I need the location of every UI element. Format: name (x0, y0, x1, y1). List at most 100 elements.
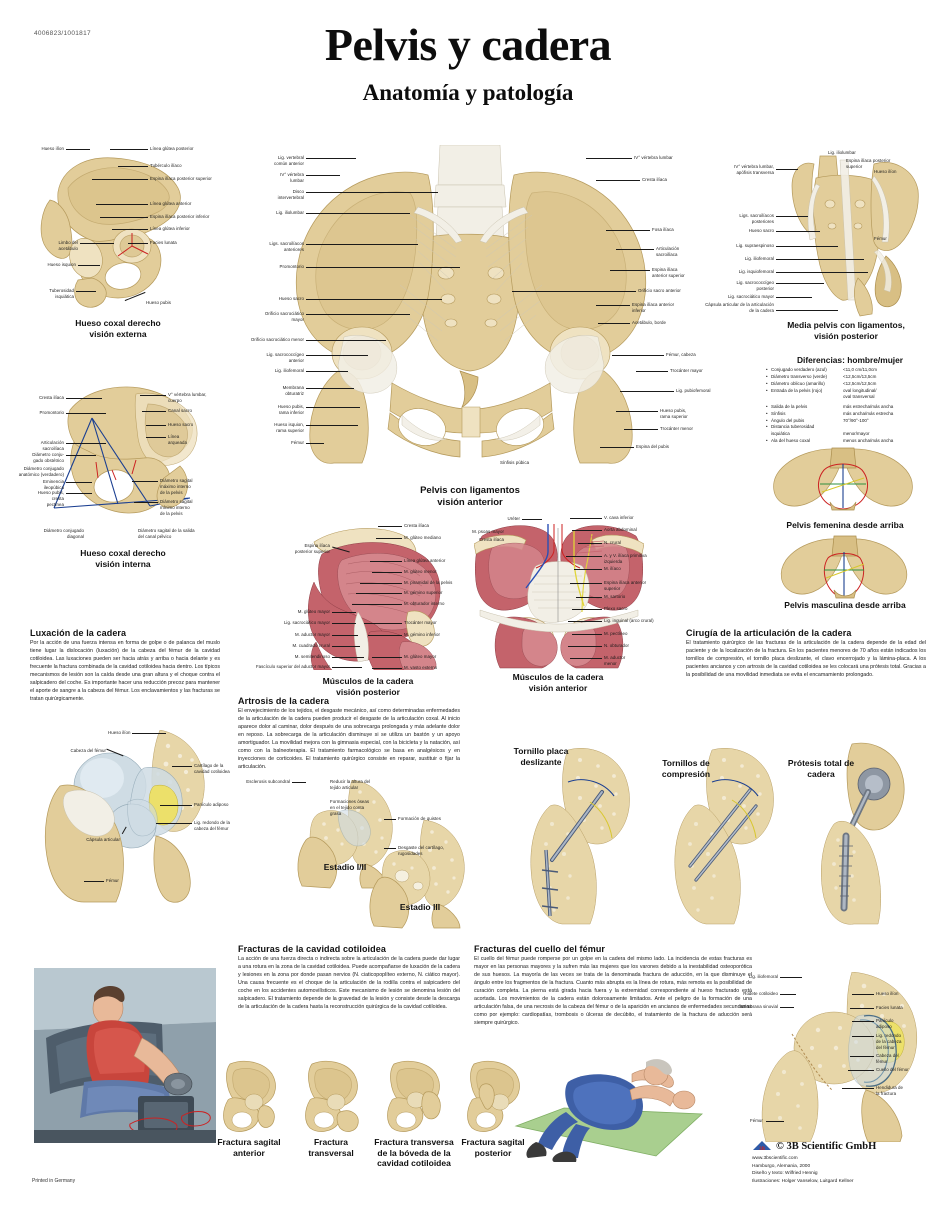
label-coxal-ext-linea-glutea-anterior: Línea glútea anterior (150, 201, 192, 206)
figure-fractura-transversa-boveda (387, 1060, 441, 1132)
leader-line (776, 297, 812, 298)
caption-coxal-interna: Hueso coxal derecho visión interna (48, 548, 198, 569)
diff-value: más ancha/más estrecha (843, 410, 894, 416)
leader-line (306, 355, 368, 356)
figure-caida-anciana (514, 1059, 703, 1162)
leader-line (566, 556, 602, 557)
leader-line (610, 270, 650, 271)
leader-line (306, 340, 386, 341)
bullet-icon: • (766, 367, 768, 372)
leader-line (356, 593, 402, 594)
label-media-iliolumbar: Lig. iliolumbar (828, 150, 856, 155)
text-fracturas-cuello-body: El cuello del fémur puede romperse por u… (474, 956, 752, 1026)
leader-line (132, 481, 158, 482)
leader-line (570, 658, 602, 659)
text-luxacion-body: Por la acción de una fuerza intensa en f… (30, 640, 220, 702)
text-fracturas-cuello-title: Fracturas del cuello del fémur (474, 944, 606, 954)
label-musc-post-vasto-externo: M. vasto externo (404, 665, 438, 670)
leader-line (596, 180, 640, 181)
label-musc-ant-obturador: N. obturador (604, 643, 630, 648)
leader-line (776, 272, 868, 273)
label-media-supraespinoso: Lig. supraespinoso (736, 243, 774, 248)
label-fcf-membrana-sinovial: Membrana sinovial (740, 1004, 778, 1009)
figure-coxal-interna (53, 386, 198, 514)
leader-line (600, 447, 634, 448)
leader-line (332, 623, 356, 624)
leader-line (78, 265, 100, 266)
label-musc-post-gemino-inf: M. gémino inferior (404, 632, 441, 637)
text-fracturas-cavidad-body: La acción de una fuerza directa o indire… (238, 956, 460, 1010)
label-pelvis-iliofemoral: Lig. iliofemoral (274, 368, 304, 373)
leader-line (576, 597, 602, 598)
label-musc-post-glut-mayor-2: M. glúteo mayor (404, 654, 437, 659)
leader-line (128, 243, 148, 244)
label-artrosis-reducir-altura: Reducir la altura del tejido articular (330, 779, 371, 790)
leader-line (578, 543, 602, 544)
label-artrosis-quistes: Formación de quistes (398, 816, 441, 821)
label-media-sacrococcigeo-post: Lig. sacrococcígeo posterior (736, 280, 774, 291)
leader-line (306, 299, 442, 300)
page-subtitle: Anatomía y patología (362, 80, 574, 105)
leader-line (596, 305, 630, 306)
brand-website[interactable]: www.3bscientific.com (752, 1156, 798, 1161)
label-musc-ant-lig-inguinal: Lig. inguinal (arco crural) (604, 618, 654, 623)
label-lux-cabeza-femur: Cabeza del fémur (70, 748, 106, 753)
printed-in: Printed in Germany (32, 1178, 76, 1184)
leader-line (132, 733, 166, 734)
label-artrosis-desgaste: Desgaste del cartílago, rugosidades (398, 845, 445, 856)
caption-estadio-1-2: Estadio I/II (323, 862, 367, 872)
leader-line (776, 310, 838, 311)
figure-tornillo-placa (530, 748, 630, 925)
text-cirugia-body: El tratamiento quirúrgico de las fractur… (686, 640, 926, 678)
caption-fractura-transversa-boveda: Fractura transversa de la bóveda de la c… (374, 1137, 454, 1169)
diff-value: <11,0 cm/11,0cm (843, 367, 877, 372)
label-coxal-int-hueso-sacro: Hueso sacro (168, 422, 194, 427)
label-coxal-ext-tuberculo-iliaco: Tubérculo ilíaco (150, 163, 182, 168)
caption-fractura-sagital-posterior: Fractura sagital posterior (461, 1137, 525, 1158)
label-musc-post-cuadrado-crural: M. cuadrado crural (292, 643, 330, 648)
leader-line (306, 158, 356, 159)
label-media-hueso-ilion: Hueso ilíon (874, 169, 897, 174)
label-coxal-int-diam-salida: Diámetro sagital de la salida del canal … (138, 528, 195, 539)
leader-line (776, 216, 808, 217)
leader-line (306, 371, 348, 372)
label-coxal-int-hueso-pubis-cresta: Hueso pubis, cresta pectínea (37, 490, 64, 507)
figure-articulacion-cadera (44, 730, 205, 903)
label-media-iliofemoral: Lig. iliofemoral (744, 256, 774, 261)
label-pelvis-iv-vertebra: IV° vértebra lumbar (280, 172, 304, 183)
label-musc-post-gemino-sup: M. gémino superior (404, 590, 443, 595)
label-lux-hueso-ilion: Hueso ilíon (108, 730, 131, 735)
leader-line (332, 612, 356, 613)
diff-key: Diámetro transverso (verde) (771, 373, 828, 379)
label-coxal-int-canal-sacro: Canal sacro (168, 408, 192, 413)
leader-line (66, 398, 102, 399)
label-media-eips: Espina ilíaca posterior superior (846, 158, 891, 169)
leader-line (384, 848, 396, 849)
leader-line (372, 668, 402, 669)
caption-line-1: Músculos de la cadera (512, 672, 604, 682)
label-lux-lig-redondo: Lig. redondo de la cabeza del fémur (194, 820, 231, 831)
leader-line (636, 371, 668, 372)
figure-artrosis-estadio-3 (369, 820, 465, 929)
label-coxal-int-art-sacroiliaca: Articulación sacroilíaca (40, 440, 64, 451)
leader-line (92, 179, 148, 180)
leader-line (372, 657, 402, 658)
leader-line (612, 355, 664, 356)
leader-line (572, 634, 602, 635)
caption-line-1: Pelvis con ligamentos (420, 485, 520, 496)
figure-tornillos-compresion (674, 748, 774, 925)
leader-line (848, 1070, 874, 1071)
leader-line (66, 493, 92, 494)
leader-line (118, 166, 148, 167)
leader-line (370, 561, 402, 562)
leader-line (332, 667, 362, 668)
figure-musculos-anterior (474, 524, 644, 669)
leader-line (570, 583, 602, 584)
caption-line-1: Prótesis total de (787, 758, 855, 768)
text-cirugia-title: Cirugía de la articulación de la cadera (686, 628, 852, 638)
label-musc-ant-aorta: Aorta abdominal (604, 527, 637, 532)
label-fcf-paniculo: Panículo adiposo (876, 1018, 894, 1029)
label-coxal-int-promontorio: Promontorio (39, 410, 64, 415)
label-musc-post-glut-menor: M. glúteo menor (404, 569, 437, 574)
